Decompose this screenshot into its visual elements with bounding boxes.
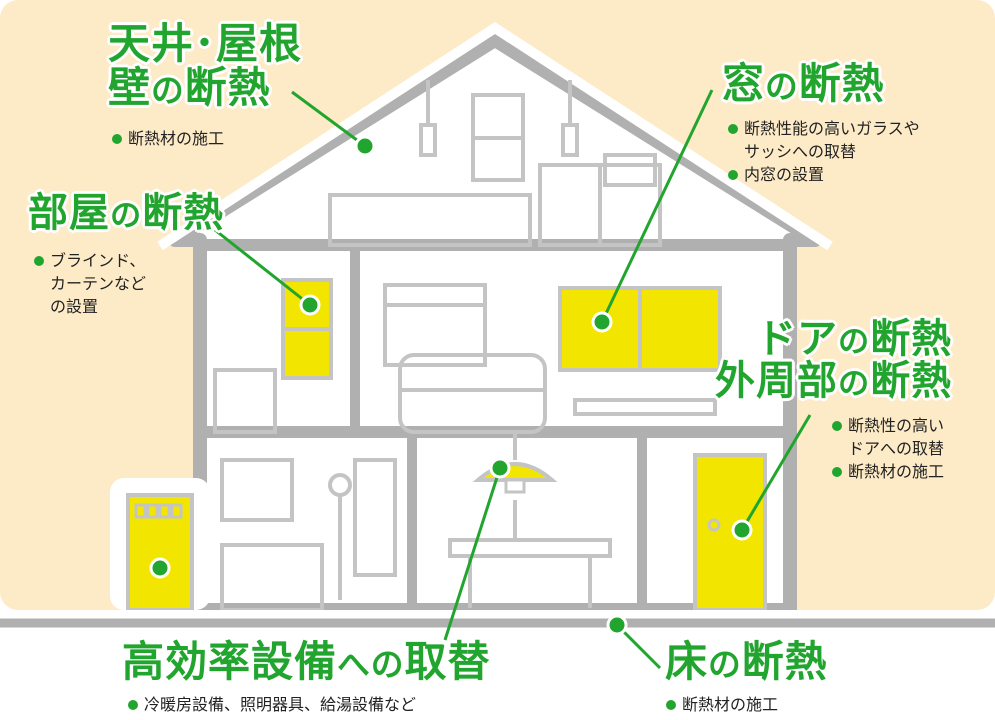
door-note-item: ドアへの取替 — [848, 441, 945, 459]
attic-furniture — [328, 80, 662, 247]
ceiling-title-insulation: 断熱 — [184, 63, 271, 113]
door-note-item: 断熱材の施工 — [832, 461, 944, 484]
leader-lines — [214, 89, 812, 670]
roof-rim — [157, 22, 833, 251]
door-title: ドアの断熱 外周部の断熱 — [715, 318, 952, 402]
ceiling-title-line2: 壁の断熱 — [108, 66, 302, 110]
floor-notes: 断熱材の施工 — [666, 694, 778, 717]
equipment-notes: 冷暖房設備、照明器具、給湯設備など — [128, 694, 416, 717]
door-title-door: ドア — [756, 316, 838, 362]
entrance-marker — [149, 557, 171, 579]
room-title-main: 部屋 — [28, 190, 110, 236]
equipment-marker — [489, 457, 511, 479]
equipment-title-particle: への — [337, 646, 405, 684]
room-title-insulation: 断熱 — [142, 190, 225, 236]
door-title-exterior: 外周部 — [715, 358, 838, 404]
ceiling-title: 天井･屋根 壁の断熱 — [108, 19, 303, 110]
room-window — [281, 278, 333, 380]
window-notes: 断熱性能の高いガラスや サッシへの取替 内窓の設置 — [728, 118, 920, 188]
room-note-item: の設置 — [50, 299, 99, 317]
floor-marker — [606, 614, 628, 636]
ceiling-title-wall: 壁 — [108, 63, 152, 113]
room-title: 部屋の断熱 — [28, 192, 224, 234]
ceiling-title-particle: の — [151, 72, 185, 111]
door-title-particle: の — [838, 366, 871, 402]
window-marker — [591, 311, 613, 333]
marker-dots — [149, 135, 753, 636]
equipment-note-item: 冷暖房設備、照明器具、給湯設備など — [128, 694, 416, 717]
window-note-item: サッシへの取替 — [744, 144, 857, 162]
room-title-particle: の — [110, 198, 143, 234]
room-note-item: カーテンなど — [50, 276, 147, 294]
ceiling-title-line1: 天井･屋根 — [108, 19, 303, 68]
window-note-item: 内窓の設置 — [728, 164, 920, 187]
floor-title-particle: の — [708, 646, 742, 684]
room-marker — [299, 294, 321, 316]
window-title-particle: の — [765, 68, 799, 106]
door-title-particle: の — [838, 324, 871, 360]
equipment-title: 高効率設備への取替 — [122, 637, 491, 686]
floor-title: 床の断熱 — [665, 637, 828, 686]
door-title-line1: ドアの断熱 — [715, 318, 952, 360]
room-furniture — [213, 283, 717, 434]
door-notes: 断熱性の高い ドアへの取替 断熱材の施工 — [832, 415, 944, 485]
door-title-insulation: 断熱 — [870, 358, 953, 404]
exterior-door — [693, 453, 767, 612]
window-title-main: 窓 — [722, 59, 766, 108]
ceiling-note-item: 断熱材の施工 — [112, 128, 224, 151]
door-title-line2: 外周部の断熱 — [715, 360, 952, 402]
door-marker — [731, 519, 753, 541]
ceiling-notes: 断熱材の施工 — [112, 128, 224, 151]
floor-note-item: 断熱材の施工 — [666, 694, 778, 717]
window-note-item: 断熱性能の高いガラスや — [728, 118, 920, 141]
living-window — [558, 286, 722, 372]
door-title-insulation: 断熱 — [870, 316, 953, 362]
window-title: 窓の断熱 — [722, 59, 885, 108]
window-title-insulation: 断熱 — [798, 59, 885, 108]
ceiling-marker — [354, 135, 376, 157]
ground-gap — [0, 610, 995, 620]
room-note-item: ブラインド、 — [34, 250, 146, 273]
equipment-title-main: 高効率設備 — [122, 637, 338, 686]
door-note-item: 断熱性の高い — [832, 415, 944, 438]
room-notes: ブラインド、 カーテンなど の設置 — [34, 250, 146, 320]
equipment-title-replace: 取替 — [404, 637, 491, 686]
entrance-tower — [110, 478, 210, 612]
floor-title-insulation: 断熱 — [741, 637, 828, 686]
floor-title-main: 床 — [665, 637, 709, 686]
